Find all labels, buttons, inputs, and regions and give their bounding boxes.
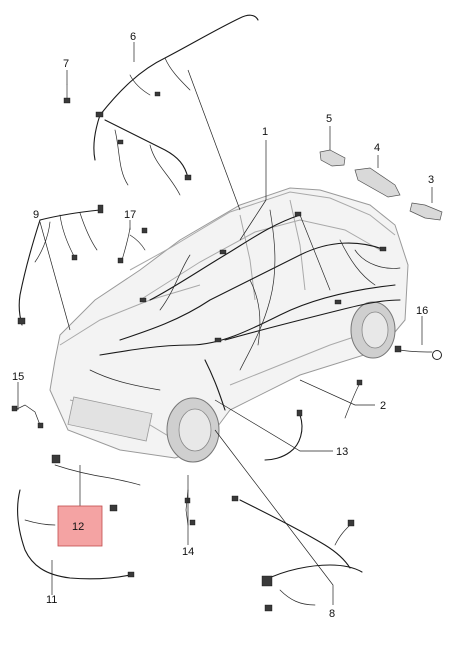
callout-3: 3 — [428, 174, 434, 186]
sensor-part-16 — [394, 345, 442, 360]
front-harness-part-11 — [16, 454, 141, 580]
main-harness — [89, 209, 401, 411]
bracket-part-3 — [409, 202, 443, 221]
leader-lines — [17, 42, 433, 605]
callout-1: 1 — [262, 126, 268, 138]
callout-14: 14 — [182, 546, 194, 558]
sensor-part-15 — [11, 404, 44, 429]
connector-part-7 — [63, 84, 71, 104]
callout-11: 11 — [46, 594, 57, 606]
harness-part-13 — [264, 409, 303, 461]
callout-17: 17 — [124, 209, 136, 221]
roof-harness — [93, 14, 259, 196]
vehicle-body — [49, 187, 409, 463]
sensor-part-2 — [344, 379, 363, 419]
door-harness-part-9 — [17, 204, 104, 326]
harness-part-17 — [117, 227, 148, 264]
callout-7: 7 — [63, 58, 69, 70]
sensor-part-14 — [184, 489, 196, 526]
highlight-box-12 — [57, 505, 103, 547]
callout-5: 5 — [326, 113, 332, 125]
callout-4: 4 — [374, 142, 380, 154]
callout-12: 12 — [72, 521, 84, 533]
bracket-part-5 — [319, 149, 346, 167]
callout-9: 9 — [33, 209, 39, 221]
callout-8: 8 — [329, 608, 335, 620]
callout-6: 6 — [130, 31, 136, 43]
callout-16: 16 — [416, 305, 428, 317]
engine-harness-part-8 — [231, 495, 363, 612]
callout-labels: 1 2 3 4 5 6 7 8 9 11 12 13 14 15 16 17 — [12, 31, 434, 620]
callout-13: 13 — [336, 446, 348, 458]
callout-15: 15 — [12, 371, 24, 383]
bracket-part-4 — [354, 167, 401, 198]
callout-2: 2 — [380, 400, 386, 412]
